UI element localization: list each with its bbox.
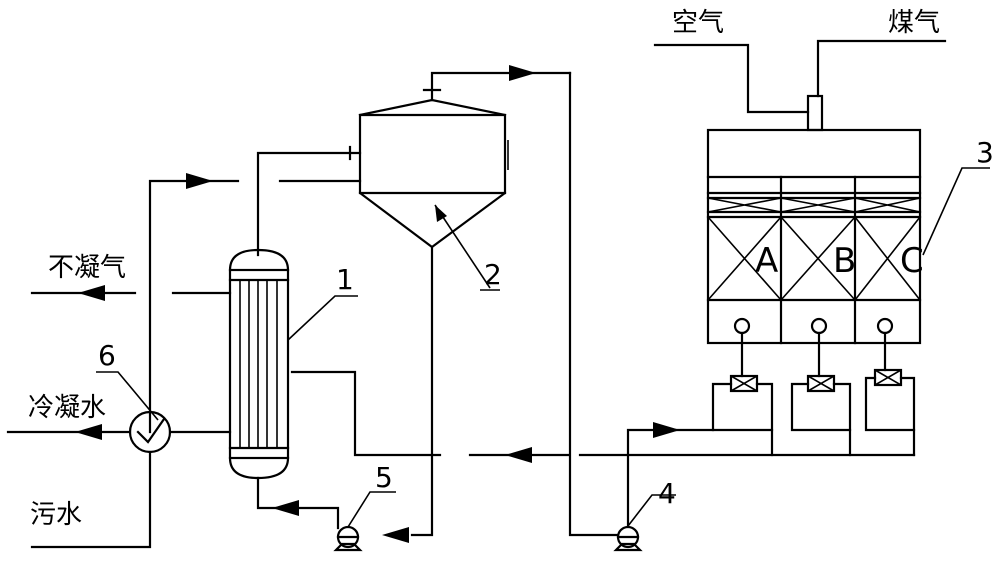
callout-4: 4 (658, 477, 676, 510)
air-gas-inlet-lines (653, 39, 947, 132)
cell-c-label: C (900, 241, 924, 281)
callout-1: 1 (336, 263, 354, 296)
pump-5-line (256, 476, 340, 530)
noncondensable-gas-label: 不凝气 (48, 253, 126, 283)
cell-a-label: A (755, 241, 778, 281)
valve-bypass-loops (711, 331, 916, 457)
cooler-6 (6, 410, 232, 549)
feed-line-pump-4 (568, 71, 715, 537)
condensate-water-label: 冷凝水 (28, 393, 106, 423)
pump-5 (333, 525, 363, 552)
callout-leaders (96, 167, 990, 528)
crystallizer-2 (358, 98, 509, 543)
noncondensable-gas-outlet (30, 285, 137, 301)
reactor-3 (706, 128, 922, 345)
pump-4 (613, 525, 643, 552)
sewage-label: 污水 (30, 500, 82, 530)
heat-exchanger-1 (171, 248, 290, 480)
air-label: 空气 (672, 8, 724, 38)
callout-5: 5 (375, 461, 393, 494)
return-line (290, 370, 916, 463)
gas-label: 煤气 (888, 8, 940, 38)
vapor-line (148, 145, 362, 434)
callout-2: 2 (484, 258, 502, 291)
cell-b-label: B (833, 241, 856, 281)
callout-3: 3 (976, 136, 994, 169)
top-transfer-line (422, 65, 572, 102)
callout-6: 6 (98, 339, 116, 372)
